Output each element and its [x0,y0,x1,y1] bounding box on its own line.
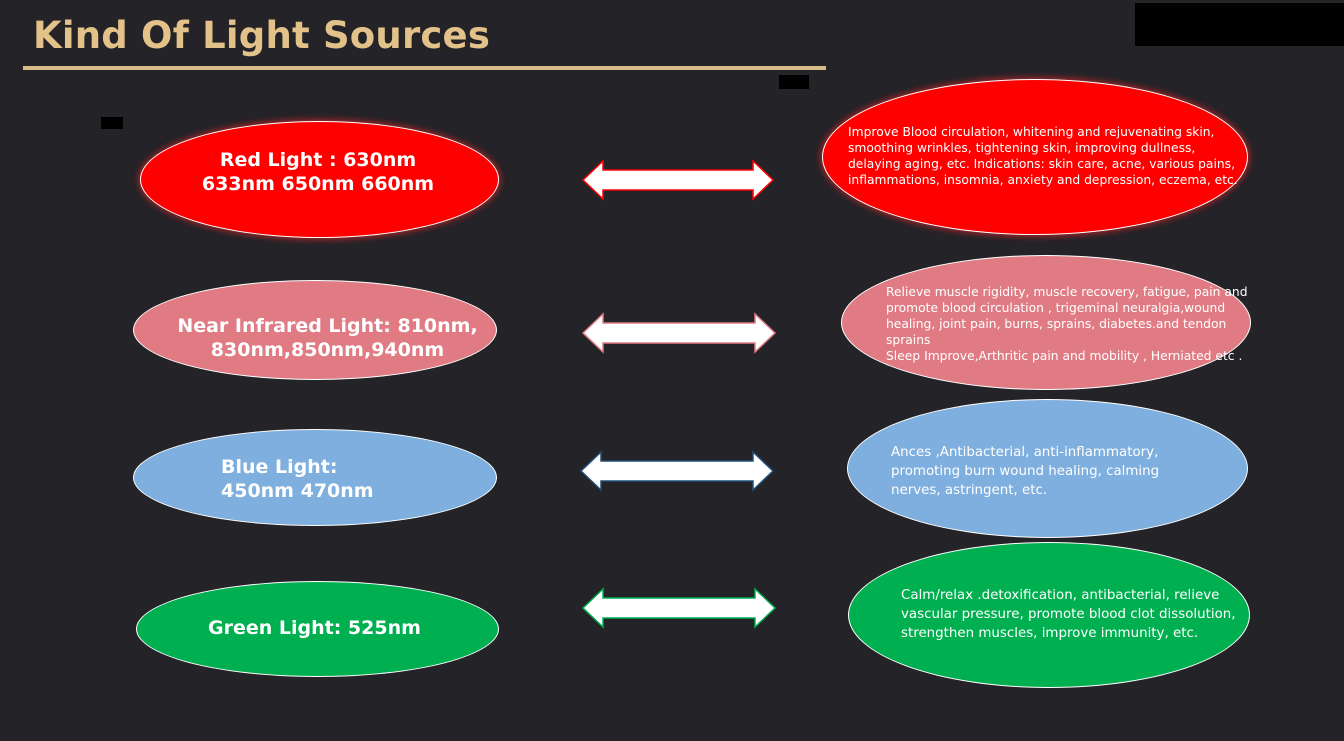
green-benefits-text: Calm/relax .detoxification, antibacteria… [901,586,1236,643]
near-infrared-benefit-line-1: Relieve muscle rigidity, muscle recovery… [886,285,1248,299]
red-light-label: Red Light : 630nm 633nm 650nm 660nm [168,148,468,196]
blue-benefit-line-2: promoting burn wound healing, calming [891,464,1160,479]
near-infrared-light-ellipse [133,280,497,380]
red-benefit-line-2: smoothing wrinkles, tightening skin, imp… [848,141,1196,155]
green-light-label: Green Light: 525nm [208,616,421,640]
green-light-ellipse [136,581,499,677]
page-title: Kind Of Light Sources [33,14,491,57]
red-benefit-line-1: Improve Blood circulation, whitening and… [848,125,1215,139]
double-arrow-icon [581,159,775,201]
near-infrared-light-label: Near Infrared Light: 810nm, 830nm,850nm,… [165,314,490,362]
redaction-box-top-right [1135,3,1344,46]
blue-light-line-2: 450nm 470nm [221,480,374,502]
redaction-box-small-2 [101,117,123,129]
double-arrow-icon [581,312,777,354]
red-light-ellipse [140,121,499,238]
near-infrared-line-2: 830nm,850nm,940nm [210,339,445,361]
blue-benefit-line-1: Ances ,Antibacterial, anti-inflammatory, [891,445,1159,460]
red-benefit-line-3: delaying aging, etc. Indications: skin c… [848,157,1235,171]
red-benefits-ellipse [822,79,1248,235]
near-infrared-benefit-line-3: healing, joint pain, burns, sprains, dia… [886,317,1227,331]
near-infrared-benefit-line-2: promote blood circulation , trigeminal n… [886,301,1226,315]
blue-benefits-text: Ances ,Antibacterial, anti-inflammatory,… [891,443,1159,500]
red-light-line-1: Red Light : 630nm [219,149,417,171]
red-benefit-line-4: inflammations, insomnia, anxiety and dep… [848,173,1238,187]
blue-benefits-ellipse [847,399,1248,538]
near-infrared-benefits-ellipse [841,255,1251,390]
title-underline [23,66,826,70]
near-infrared-benefit-line-5: Sleep Improve,Arthritic pain and mobilit… [886,349,1243,363]
green-benefits-ellipse [848,542,1250,688]
red-benefits-text: Improve Blood circulation, whitening and… [848,124,1238,188]
redaction-box-small-1 [779,75,809,89]
blue-benefit-line-3: nerves, astringent, etc. [891,483,1048,498]
near-infrared-benefit-line-4: sprains [886,333,931,347]
blue-light-label: Blue Light: 450nm 470nm [221,455,374,503]
double-arrow-icon [579,450,775,492]
near-infrared-benefits-text: Relieve muscle rigidity, muscle recovery… [886,284,1248,364]
green-light-line-1: Green Light: 525nm [208,617,421,639]
red-light-line-2: 633nm 650nm 660nm [201,173,435,195]
double-arrow-icon [581,587,777,629]
blue-light-ellipse [133,429,497,526]
green-benefit-line-3: strengthen muscles, improve immunity, et… [901,626,1199,641]
green-benefit-line-1: Calm/relax .detoxification, antibacteria… [901,588,1220,603]
blue-light-line-1: Blue Light: [221,456,338,478]
near-infrared-line-1: Near Infrared Light: 810nm, [177,315,478,337]
green-benefit-line-2: vascular pressure, promote blood clot di… [901,607,1236,622]
